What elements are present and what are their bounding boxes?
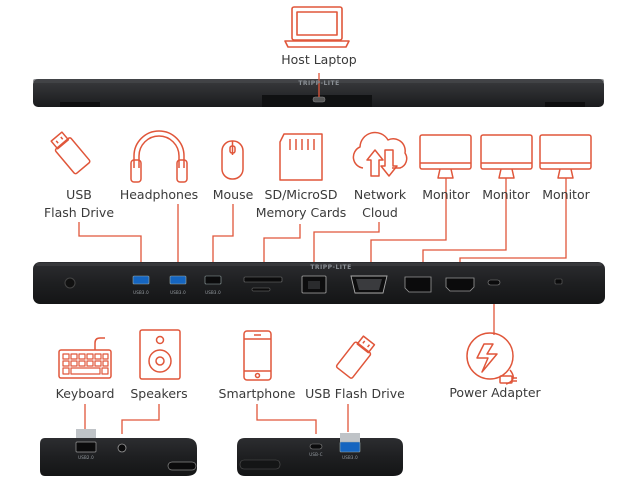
monitor-icon <box>539 134 592 179</box>
microsd-slot <box>251 287 271 292</box>
port-label-usbc: USB-C <box>309 452 323 457</box>
port-label-usb30-1: USB3.0 <box>133 290 149 295</box>
usb-flash-drive-label: USB Flash Drive <box>305 386 405 401</box>
usb-c-cable-port <box>167 461 197 471</box>
usb-flash-drive-icon <box>50 131 91 175</box>
lock-slot <box>554 278 563 285</box>
usb-flash-line <box>78 222 142 272</box>
dock-front-view <box>33 262 605 304</box>
monitor-icon <box>480 134 533 179</box>
displayport <box>404 276 432 293</box>
usb-flash-label-line1: USB <box>66 187 92 202</box>
sd-cards-label-line1: SD/MicroSD <box>264 187 338 202</box>
host-laptop-label: Host Laptop <box>281 52 357 67</box>
power-button <box>64 277 76 289</box>
network-line <box>313 222 380 268</box>
speakers-line <box>121 404 160 434</box>
hdmi-port <box>445 277 475 292</box>
smartphone-line <box>256 404 317 434</box>
dock-left-side-view <box>40 429 197 476</box>
audio-jack <box>117 443 127 453</box>
monitor-icon <box>419 134 472 179</box>
laptop-icon <box>284 6 350 48</box>
usb-c-power-port <box>487 279 501 286</box>
brand-logo-front: TRIPP-LITE <box>310 264 352 271</box>
network-label-line1: Network <box>353 187 407 202</box>
sd-cards-label-line2: Memory Cards <box>255 205 347 220</box>
usb30-port-1 <box>132 275 150 285</box>
speaker-icon <box>139 329 181 380</box>
keyboard-icon <box>58 337 112 379</box>
sd-card-line <box>263 224 301 268</box>
port-label-usb30-3: USB3.0 <box>205 290 221 295</box>
usb30-port-3 <box>204 275 222 285</box>
usb30-port-2 <box>169 275 187 285</box>
mouse-icon <box>221 140 244 180</box>
power-adapter-icon <box>466 332 517 385</box>
network-label-line2: Cloud <box>362 205 398 220</box>
network-cloud-icon <box>352 131 408 177</box>
usb-flash-drive-icon <box>335 335 376 379</box>
smartphone-icon <box>243 330 272 381</box>
power-adapter-label: Power Adapter <box>449 385 541 400</box>
brand-logo-top: TRIPP-LITE <box>298 80 340 87</box>
connector-lines <box>78 178 567 335</box>
headphones-icon <box>130 130 188 183</box>
monitor-1-label: Monitor <box>422 187 470 202</box>
monitor1-line <box>370 178 447 272</box>
sd-card-icon <box>279 133 323 181</box>
speakers-label: Speakers <box>130 386 188 401</box>
port-label-usb20: USB2.0 <box>78 455 94 460</box>
usb30-side-port <box>339 441 361 453</box>
usb20-port <box>75 441 97 453</box>
usb-c-host-port <box>312 96 326 103</box>
usb-c-port <box>309 443 323 450</box>
keyboard-label: Keyboard <box>55 386 115 401</box>
smartphone-label: Smartphone <box>218 386 296 401</box>
port-label-usb30-2: USB3.0 <box>170 290 186 295</box>
sd-slot <box>243 276 283 283</box>
port-label-usb30-side: USB3.0 <box>342 455 358 460</box>
monitor-3-label: Monitor <box>542 187 590 202</box>
mouse-label: Mouse <box>212 187 254 202</box>
monitor2-line <box>422 178 507 268</box>
monitor-2-label: Monitor <box>482 187 530 202</box>
usb-flash-label-line2: Flash Drive <box>43 205 115 220</box>
dock-right-side-view <box>237 433 403 476</box>
mouse-line <box>212 204 234 272</box>
headphones-label: Headphones <box>119 187 199 202</box>
